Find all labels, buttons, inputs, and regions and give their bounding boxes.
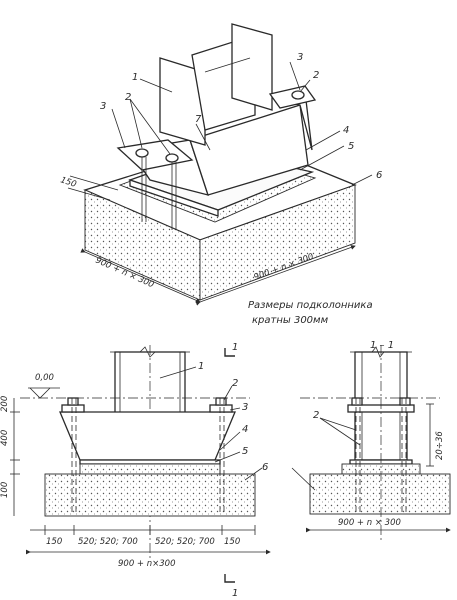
pedestal-section: [309, 473, 451, 515]
dim-150-right: 150: [224, 537, 240, 547]
elevation-mark: 0,00: [35, 373, 54, 383]
label-6-iso: 6: [376, 170, 382, 181]
traverse-main: [189, 104, 309, 196]
section-width-dim: 900 + n × 300: [338, 518, 401, 528]
base-plate-edge: [129, 179, 219, 217]
anchor-plate-front-left: [61, 404, 85, 413]
label-2-iso-right: 2: [313, 70, 319, 81]
dim-520-right: 520; 520; 700: [155, 537, 215, 547]
label-4-iso: 4: [343, 125, 349, 136]
label-6-front: 6: [262, 462, 268, 473]
nut-front-left: [67, 397, 79, 406]
section-title: 1 – 1: [370, 340, 394, 351]
cut-mark-top: 1: [232, 342, 238, 353]
nut-left-b: [165, 153, 179, 163]
iso-dim-150: 150: [59, 175, 78, 190]
label-3-iso: 3: [100, 101, 106, 112]
traverse-front-elev: [59, 411, 236, 461]
pedestal-note-line1: Размеры подколонника: [248, 300, 373, 311]
label-7-iso: 7: [195, 114, 202, 125]
height-200: 200: [0, 396, 10, 412]
anchor-plate-front-right: [209, 404, 233, 413]
pedestal-front-elev: [44, 473, 256, 517]
label-4-front: 4: [242, 424, 248, 435]
pedestal-note-line2: кратны 300мм: [252, 315, 329, 326]
dim-150-left: 150: [46, 537, 62, 547]
label-2-iso: 2: [125, 92, 131, 103]
height-100: 100: [0, 482, 10, 498]
label-1-iso: 1: [132, 72, 138, 83]
section-view: [291, 345, 451, 540]
front-elevation: [10, 345, 271, 583]
label-3-front: 3: [242, 402, 248, 413]
label-3-iso-right: 3: [297, 52, 303, 63]
label-1-front: 1: [198, 361, 204, 372]
isometric-view: [67, 23, 373, 306]
label-5-iso: 5: [348, 141, 354, 152]
nut-right: [291, 90, 305, 100]
dim-total-front: 900 + n×300: [118, 559, 175, 569]
grout-front: [79, 463, 221, 475]
label-2-section: 2: [313, 410, 319, 421]
height-400: 400: [0, 430, 10, 446]
cut-mark-bottom: 1: [232, 588, 238, 599]
column-flange-back: [231, 23, 273, 111]
nut-left-a: [135, 148, 149, 158]
gap-dim: 20÷36: [435, 431, 445, 460]
dim-520-left: 520; 520; 700: [78, 537, 138, 547]
label-2-front: 2: [232, 378, 238, 389]
label-5-front: 5: [242, 446, 248, 457]
base-plate-front: [79, 459, 221, 465]
column-flange-front: [159, 57, 206, 146]
